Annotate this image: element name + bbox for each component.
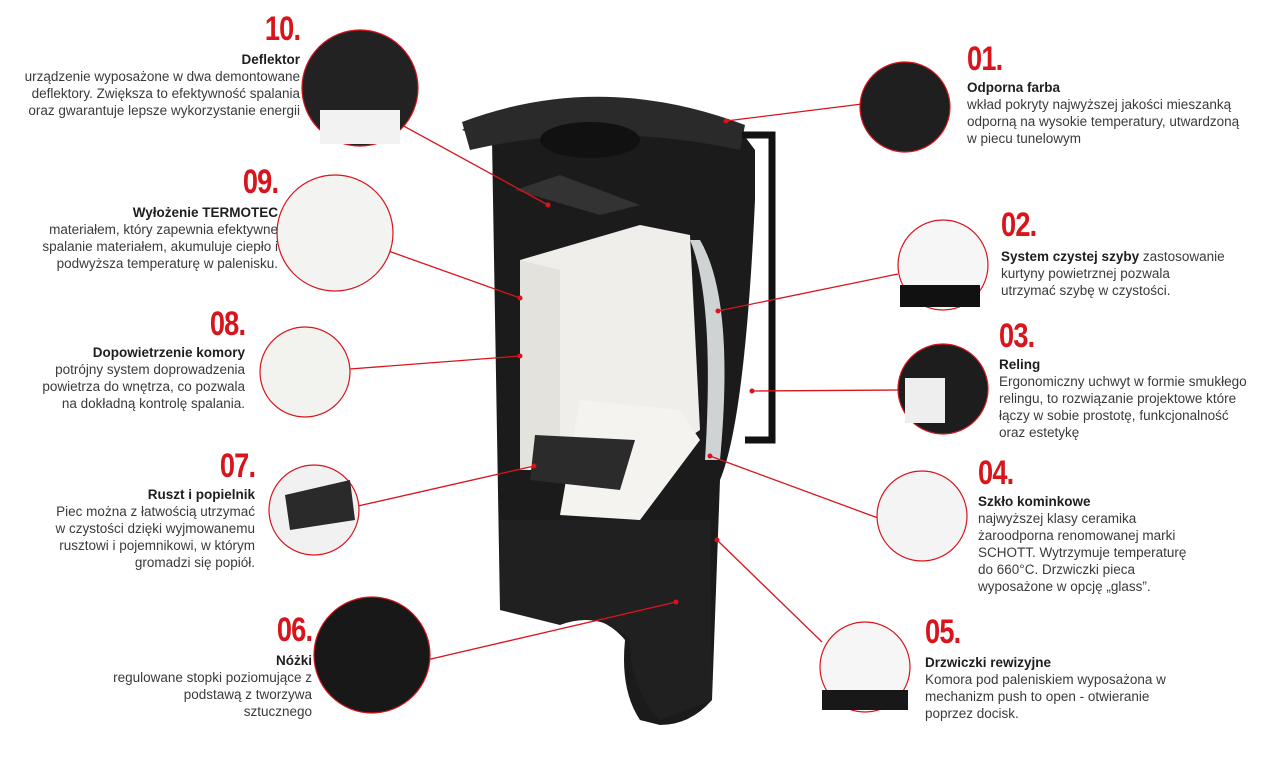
feature-text: materiałem, który zapewnia efektywne spa…	[42, 222, 278, 271]
feature-number: 04.	[978, 454, 1014, 492]
feature-text: Ergonomiczny uchwyt w formie smukłego re…	[999, 374, 1247, 440]
feature-title: Deflektor	[241, 52, 300, 67]
feature-number: 10.	[264, 10, 301, 48]
feature-text: wkład pokryty najwyższej jakości mieszan…	[967, 97, 1240, 146]
feature-number: 03.	[999, 317, 1035, 355]
feature-text: zastosowanie kurtyny powietrznej pozwala…	[1001, 249, 1225, 298]
feature-09: 09. Wyłożenie TERMOTEC materiałem, który…	[38, 165, 278, 272]
feature-title: Dopowietrzenie komory	[92, 345, 245, 360]
feature-number: 05.	[925, 613, 961, 651]
feature-number: 07.	[219, 447, 256, 485]
feature-text: najwyższej klasy ceramika żaroodporna re…	[978, 511, 1187, 594]
feature-text: Komora pod paleniskiem wyposażona w mech…	[925, 672, 1166, 721]
feature-10: 10. Deflektor urządzenie wyposażone w dw…	[20, 10, 301, 119]
feature-text: Piec można z łatwością utrzymać w czysto…	[55, 504, 255, 570]
feature-text: urządzenie wyposażone w dwa demontowane …	[24, 69, 300, 118]
leader-lines	[349, 103, 899, 663]
feature-number: 02.	[1001, 206, 1037, 244]
feature-title: Wyłożenie TERMOTEC	[132, 205, 278, 220]
feature-text: regulowane stopki poziomujące z podstawą…	[113, 670, 312, 719]
feature-number: 09.	[242, 163, 279, 201]
feature-05: 05. Drzwiczki rewizyjne Komora pod palen…	[925, 615, 1175, 722]
feature-title: Nóżki	[275, 653, 312, 668]
feature-number: 08.	[209, 305, 246, 343]
feature-01: 01. Odporna farba wkład pokryty najwyższ…	[967, 42, 1252, 147]
feature-03: 03. Reling Ergonomiczny uchwyt w formie …	[999, 319, 1249, 441]
feature-07: 07. Ruszt i popielnik Piec można z łatwo…	[55, 449, 255, 571]
feature-06: 06. Nóżki regulowane stopki poziomujące …	[112, 611, 313, 720]
feature-title: Ruszt i popielnik	[147, 487, 255, 502]
feature-number: 06.	[276, 611, 313, 649]
feature-title: Odporna farba	[967, 80, 1061, 95]
feature-02: 02. System czystej szyby zastosowanie ku…	[1001, 208, 1226, 299]
feature-title: System czystej szyby	[1001, 249, 1140, 264]
feature-title: Reling	[999, 357, 1041, 372]
feature-title: Drzwiczki rewizyjne	[925, 655, 1052, 670]
feature-number: 01.	[967, 40, 1003, 78]
feature-04: 04. Szkło kominkowe najwyższej klasy cer…	[978, 456, 1200, 595]
leader-dots	[517, 118, 755, 605]
feature-text: potrójny system doprowadzenia powietrza …	[42, 362, 245, 411]
feature-title: Szkło kominkowe	[978, 494, 1091, 509]
feature-08: 08. Dopowietrzenie komory potrójny syste…	[35, 307, 245, 412]
detail-circles	[259, 29, 989, 714]
stove-body	[462, 96, 776, 726]
